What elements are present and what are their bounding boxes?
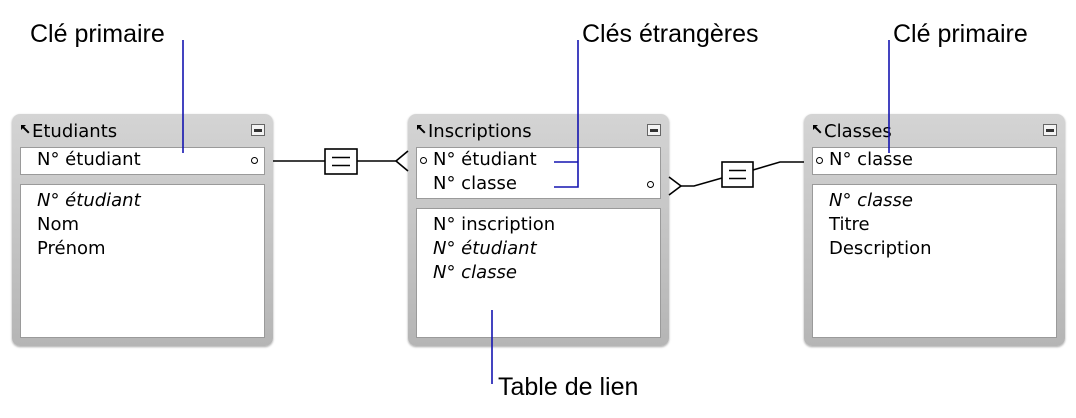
field-label: N° étudiant <box>433 149 537 170</box>
relation-inscriptions-classes[interactable] <box>668 161 804 196</box>
key-field-row[interactable]: N° étudiant <box>417 148 660 172</box>
key-dot-icon <box>816 157 823 164</box>
fields-area: N° étudiant Nom Prénom <box>20 184 265 338</box>
equals-box-icon[interactable] <box>721 161 754 188</box>
callout-primary-key-left: Clé primaire <box>30 20 165 48</box>
field-row[interactable]: Titre <box>829 214 870 235</box>
key-fields-area: N° étudiant N° classe <box>416 147 661 199</box>
leader-line-foreign-key-classe <box>554 40 579 188</box>
fields-area: N° inscription N° étudiant N° classe <box>416 208 661 338</box>
arrow-northwest-icon[interactable] <box>19 123 32 136</box>
table-name: Etudiants <box>32 121 118 142</box>
equals-box-icon[interactable] <box>324 148 358 175</box>
table-etudiants[interactable]: Etudiants N° étudiant N° étudiant Nom Pr… <box>12 114 273 346</box>
minimize-icon[interactable] <box>251 124 265 136</box>
arrow-northwest-icon[interactable] <box>811 123 824 136</box>
field-row[interactable]: N° étudiant <box>433 238 537 259</box>
table-title-bar[interactable]: Inscriptions <box>414 120 663 144</box>
table-inscriptions[interactable]: Inscriptions N° étudiant N° classe N° in… <box>408 114 669 346</box>
table-name: Classes <box>824 121 892 142</box>
field-row[interactable]: N° inscription <box>433 214 556 235</box>
fields-area: N° classe Titre Description <box>812 184 1057 338</box>
relation-etudiants-inscriptions[interactable] <box>273 148 409 175</box>
key-field-row[interactable]: N° classe <box>813 148 1056 172</box>
table-title-bar[interactable]: Classes <box>810 120 1059 144</box>
minimize-icon[interactable] <box>647 124 661 136</box>
table-classes[interactable]: Classes N° classe N° classe Titre Descri… <box>804 114 1065 346</box>
field-row[interactable]: Prénom <box>37 238 106 259</box>
field-row[interactable]: N° étudiant <box>37 190 141 211</box>
key-field-row[interactable]: N° étudiant <box>21 148 264 172</box>
arrow-northwest-icon[interactable] <box>415 123 428 136</box>
key-dot-icon <box>420 157 427 164</box>
field-row[interactable]: Description <box>829 238 932 259</box>
callout-link-table: Table de lien <box>498 373 639 401</box>
field-label: N° classe <box>829 149 913 170</box>
key-dot-icon <box>647 181 654 188</box>
field-label: N° étudiant <box>37 149 141 170</box>
callout-foreign-keys: Clés étrangères <box>582 20 759 48</box>
field-row[interactable]: Nom <box>37 214 80 235</box>
table-title-bar[interactable]: Etudiants <box>18 120 267 144</box>
key-fields-area: N° étudiant <box>20 147 265 175</box>
minimize-icon[interactable] <box>1043 124 1057 136</box>
key-fields-area: N° classe <box>812 147 1057 175</box>
field-row[interactable]: N° classe <box>433 262 517 283</box>
field-label: N° classe <box>433 173 517 194</box>
table-name: Inscriptions <box>428 121 532 142</box>
field-row[interactable]: N° classe <box>829 190 913 211</box>
key-dot-icon <box>251 157 258 164</box>
key-field-row[interactable]: N° classe <box>417 172 660 196</box>
callout-primary-key-right: Clé primaire <box>893 20 1028 48</box>
